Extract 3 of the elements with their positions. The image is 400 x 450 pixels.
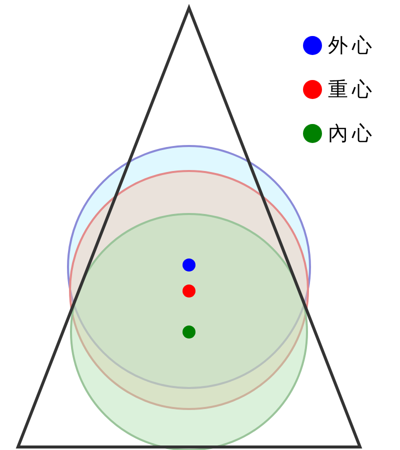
legend-label: 外心 [328,33,376,57]
legend-label: 重心 [328,77,376,101]
legend-label: 內心 [328,121,376,145]
